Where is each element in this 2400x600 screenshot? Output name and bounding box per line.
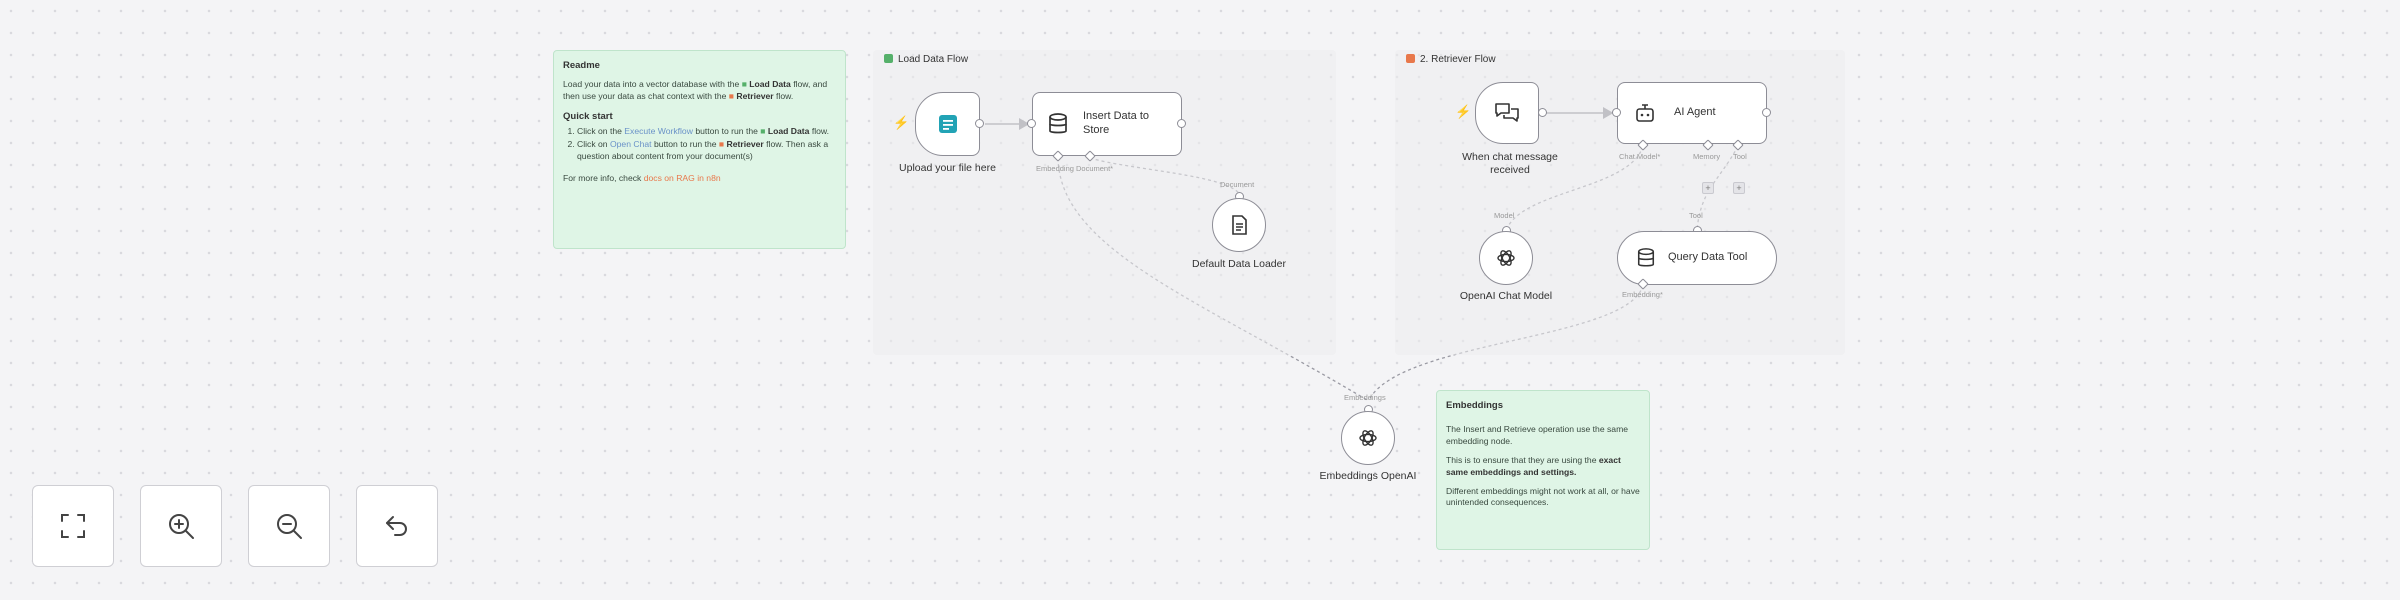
embeddings-note-p2: This is to ensure that they are using th… (1446, 454, 1621, 477)
quickstart-list: Click on the Execute Workflow button to … (563, 126, 836, 163)
upload-file-caption: Upload your file here (899, 162, 996, 174)
execute-workflow-link[interactable]: Execute Workflow (624, 125, 693, 136)
agent-output-port[interactable] (1762, 108, 1771, 117)
embeddings-openai-caption: Embeddings OpenAI (1319, 470, 1417, 482)
query-tool-embedding-label: Embedding* (1622, 290, 1663, 299)
undo-button[interactable] (356, 485, 438, 567)
chat-trigger-caption: When chat message received (1462, 151, 1558, 177)
openai-icon (1497, 250, 1515, 266)
fit-view-button[interactable] (32, 485, 114, 567)
quickstart-step-2: Click on Open Chat button to run the ■ R… (577, 139, 836, 163)
readme-sticky-note[interactable]: Readme Load your data into a vector data… (553, 50, 846, 249)
embeddings-note-p1: The Insert and Retrieve operation use th… (1446, 424, 1629, 446)
query-tool-port-label: Tool (1689, 211, 1703, 220)
readme-more-info: For more info, check docs on RAG in n8n (563, 172, 721, 183)
form-icon (938, 115, 957, 133)
insert-data-store-node[interactable]: Insert Data to Store (1032, 92, 1182, 156)
insert-input-port[interactable] (1027, 119, 1036, 128)
insert-data-label: Insert Data to Store (1083, 110, 1150, 136)
agent-chat-model-label: Chat Model* (1619, 152, 1661, 161)
upload-file-trigger-node[interactable] (915, 92, 980, 156)
load-data-emoji-icon: ■ (741, 79, 747, 90)
load-data-group-icon (884, 54, 893, 63)
retriever-group-icon (1406, 54, 1415, 63)
chat-trigger-node[interactable] (1475, 82, 1539, 144)
zoom-out-button[interactable] (248, 485, 330, 567)
open-chat-link[interactable]: Open Chat (609, 138, 652, 149)
query-data-tool-node[interactable]: Query Data Tool (1617, 231, 1777, 285)
document-icon (1232, 215, 1247, 235)
insert-document-port-label: Document* (1076, 164, 1114, 173)
quickstart-title: Quick start (563, 110, 613, 122)
ai-agent-node[interactable]: AI Agent (1617, 82, 1767, 144)
chat-trigger-output-port[interactable] (1538, 108, 1547, 117)
zoom-out-icon (277, 514, 302, 539)
insert-embedding-port-label: Embedding (1036, 164, 1074, 173)
chat-trigger-bolt-icon: ⚡ (1455, 104, 1472, 119)
database-icon (1637, 248, 1655, 267)
robot-icon (1636, 104, 1654, 122)
embeddings-note-title: Embeddings (1446, 400, 1504, 411)
fit-view-icon (61, 514, 85, 538)
agent-input-port[interactable] (1612, 108, 1621, 117)
zoom-in-button[interactable] (140, 485, 222, 567)
embeddings-openai-node[interactable] (1341, 411, 1395, 465)
loader-port-label: Document (1220, 180, 1255, 189)
retriever-emoji-icon: ■ (728, 90, 734, 101)
database-icon (1049, 113, 1067, 134)
chat-icon (1495, 103, 1519, 122)
openai-icon (1359, 430, 1377, 446)
default-data-loader-caption: Default Data Loader (1192, 258, 1286, 270)
default-data-loader-node[interactable] (1212, 198, 1266, 252)
ai-agent-label: AI Agent (1674, 106, 1716, 119)
load-data-flow-title: Load Data Flow (884, 54, 968, 65)
readme-intro: Load your data into a vector database wi… (563, 79, 828, 101)
agent-memory-label: Memory (1693, 152, 1721, 161)
trigger-bolt-icon: ⚡ (893, 115, 910, 130)
embeddings-sticky-note[interactable]: Embeddings The Insert and Retrieve opera… (1436, 390, 1650, 550)
upload-output-port[interactable] (975, 119, 984, 128)
chat-model-port-label: Model (1494, 211, 1515, 220)
add-tool-button[interactable]: + (1733, 182, 1745, 194)
undo-icon (386, 516, 407, 536)
zoom-in-icon (169, 514, 194, 539)
agent-tool-label: Tool (1733, 152, 1747, 161)
readme-title: Readme (563, 60, 600, 71)
embeddings-port-label: Embeddings (1344, 393, 1386, 402)
quickstart-step-1: Click on the Execute Workflow button to … (577, 126, 836, 138)
openai-chat-model-node[interactable] (1479, 231, 1533, 285)
retriever-flow-title: 2. Retriever Flow (1406, 54, 1496, 65)
embeddings-note-p3: Different embeddings might not work at a… (1446, 485, 1640, 508)
query-data-tool-label: Query Data Tool (1668, 251, 1748, 264)
insert-output-port[interactable] (1177, 119, 1186, 128)
openai-chat-model-caption: OpenAI Chat Model (1459, 290, 1553, 302)
add-memory-button[interactable]: + (1702, 182, 1714, 194)
rag-docs-link[interactable]: docs on RAG in n8n (643, 172, 721, 183)
